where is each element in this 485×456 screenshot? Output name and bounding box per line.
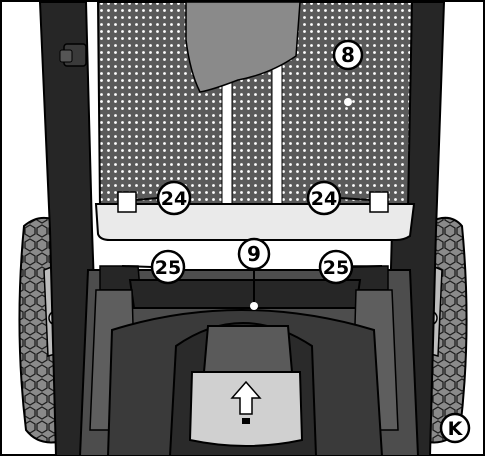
bag-frame [94,203,416,241]
battery-handle [202,325,294,373]
callout-25-right: 25 [318,249,383,285]
callout-24-left: 24 [135,180,192,216]
mower-body [78,265,420,456]
rear-flap [128,279,362,309]
svg-text:K: K [448,418,464,440]
bag-latch-left [117,191,137,213]
svg-text:24: 24 [311,188,337,210]
figure-letter-badge: K [439,412,471,444]
bag-latch-right [369,191,389,213]
svg-text:25: 25 [323,257,349,279]
bag-handle [185,1,301,93]
svg-text:9: 9 [247,242,261,266]
callout-24-right: 24 [306,180,371,216]
grass-collection-bag [94,0,416,241]
svg-text:8: 8 [341,43,355,67]
callout-8: 8 [332,39,364,106]
callout-25-left: 25 [121,249,186,285]
svg-text:25: 25 [155,257,181,279]
callout-9: 9 [237,237,271,310]
arrow-up-icon [230,380,262,424]
svg-text:24: 24 [161,188,187,210]
